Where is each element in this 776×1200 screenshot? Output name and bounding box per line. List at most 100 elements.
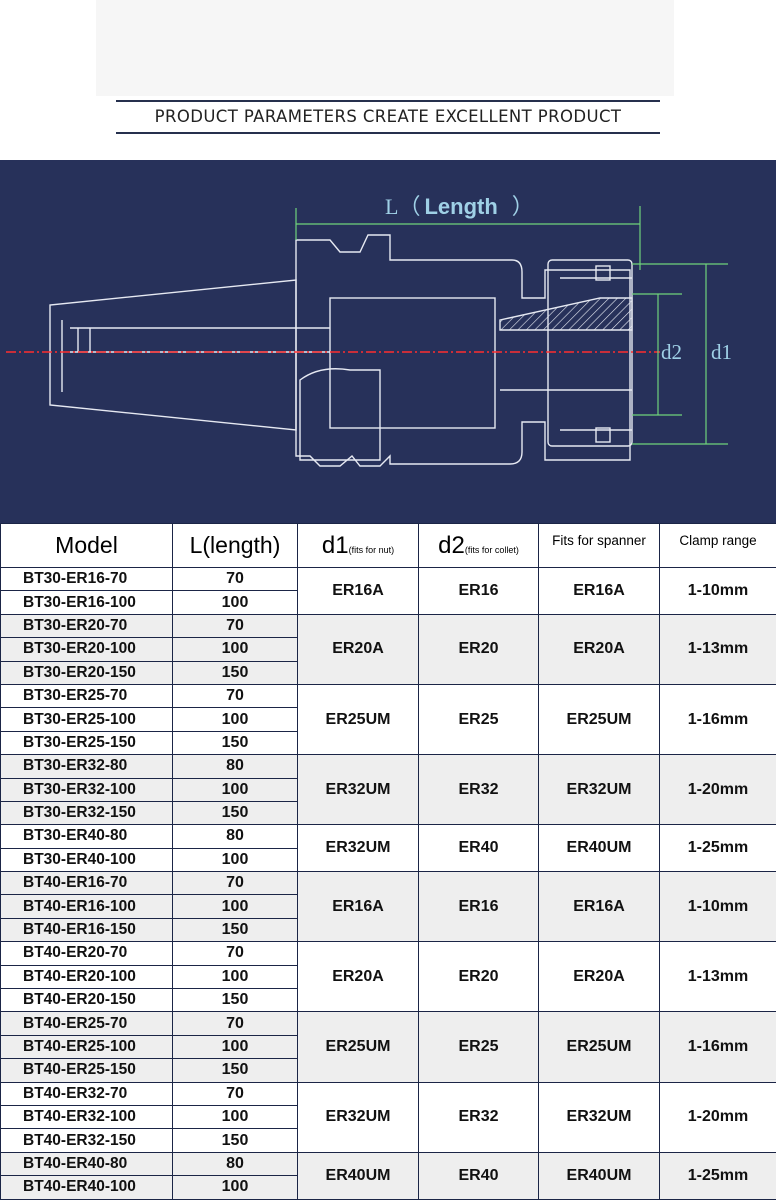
d2-cell: ER40 <box>418 824 539 873</box>
model-cell: BT40-ER32-100 <box>0 1104 173 1130</box>
d2-cell: ER32 <box>418 754 539 826</box>
collet-taper <box>499 297 633 331</box>
parameter-table-wrap: Model L(length) d1(fits for nut) d2(fits… <box>0 523 776 1200</box>
inner-groove <box>299 368 381 461</box>
nut-slot-top <box>595 265 611 281</box>
d2-label: d2 <box>661 340 682 364</box>
model-cell: BT40-ER40-100 <box>0 1175 173 1200</box>
clamp-range-cell: 1-16mm <box>659 1011 776 1083</box>
clamp-range-cell: 1-16mm <box>659 683 776 756</box>
taper-shank <box>49 279 297 431</box>
d1-cell: ER20A <box>297 941 419 1013</box>
model-cell: BT40-ER32-150 <box>0 1128 173 1153</box>
length-cell: 150 <box>172 660 298 685</box>
length-label-word: Length <box>424 194 497 219</box>
length-cell: 100 <box>172 1175 298 1200</box>
length-cell: 100 <box>172 847 298 873</box>
length-cell: 100 <box>172 1104 298 1130</box>
length-cell: 80 <box>172 824 298 849</box>
d2-cell: ER20 <box>418 941 539 1013</box>
model-cell: BT40-ER20-100 <box>0 964 173 990</box>
length-cell: 100 <box>172 894 298 919</box>
d1-cell: ER32UM <box>297 754 419 826</box>
clamp-range-cell: 1-10mm <box>659 871 776 943</box>
length-cell: 70 <box>172 683 298 709</box>
clamp-range-cell: 1-10mm <box>659 567 776 615</box>
length-cell: 70 <box>172 871 298 896</box>
spanner-cell: ER16A <box>538 871 660 943</box>
length-cell: 150 <box>172 917 298 943</box>
d2-cell: ER25 <box>418 683 539 756</box>
model-cell: BT40-ER40-80 <box>0 1151 173 1177</box>
header-d1: d1(fits for nut) <box>297 523 419 568</box>
d1-cell: ER32UM <box>297 824 419 873</box>
clamp-range-cell: 1-25mm <box>659 824 776 873</box>
spanner-cell: ER40UM <box>538 824 660 873</box>
heading-text: PRODUCT PARAMETERS CREATE EXCELLENT PROD… <box>154 107 622 126</box>
model-cell: BT30-ER40-80 <box>0 824 173 849</box>
length-cell: 150 <box>172 988 298 1013</box>
header-model: Model <box>0 523 173 568</box>
parameter-table: Model L(length) d1(fits for nut) d2(fits… <box>0 523 776 1200</box>
top-banner-area <box>96 0 674 96</box>
length-cell: 70 <box>172 613 298 639</box>
spanner-cell: ER25UM <box>538 1011 660 1083</box>
clamp-range-cell: 1-20mm <box>659 1081 776 1153</box>
d1-cell: ER20A <box>297 613 419 685</box>
d2-cell: ER25 <box>418 1011 539 1083</box>
d1-cell: ER25UM <box>297 1011 419 1083</box>
length-cell: 80 <box>172 754 298 779</box>
clamp-range-cell: 1-25mm <box>659 1151 776 1200</box>
length-cell: 150 <box>172 730 298 756</box>
header-d2-main: d2 <box>438 531 465 559</box>
d2-cell: ER40 <box>418 1151 539 1200</box>
model-cell: BT30-ER20-150 <box>0 660 173 685</box>
d1-cell: ER40UM <box>297 1151 419 1200</box>
length-label-prefix: L（ <box>385 194 420 219</box>
model-cell: BT30-ER16-100 <box>0 590 173 615</box>
length-cell: 70 <box>172 941 298 966</box>
model-cell: BT40-ER16-100 <box>0 894 173 919</box>
length-cell: 80 <box>172 1151 298 1177</box>
d1-cell: ER32UM <box>297 1081 419 1153</box>
spanner-cell: ER32UM <box>538 754 660 826</box>
model-cell: BT40-ER32-70 <box>0 1081 173 1106</box>
d1-label: d1 <box>711 340 732 364</box>
clamp-range-cell: 1-20mm <box>659 754 776 826</box>
model-cell: BT40-ER25-70 <box>0 1011 173 1036</box>
spanner-cell: ER20A <box>538 941 660 1013</box>
clamp-range-cell: 1-13mm <box>659 613 776 685</box>
model-cell: BT30-ER25-100 <box>0 707 173 732</box>
model-cell: BT40-ER16-70 <box>0 871 173 896</box>
d2-cell: ER16 <box>418 567 539 615</box>
length-cell: 100 <box>172 707 298 732</box>
model-cell: BT30-ER16-70 <box>0 566 173 592</box>
spanner-cell: ER32UM <box>538 1081 660 1153</box>
header-clamp: Clamp range <box>659 523 776 568</box>
model-cell: BT40-ER25-150 <box>0 1058 173 1083</box>
length-cell: 100 <box>172 1034 298 1060</box>
spanner-cell: ER40UM <box>538 1151 660 1200</box>
d1-cell: ER16A <box>297 871 419 943</box>
model-cell: BT30-ER32-100 <box>0 777 173 802</box>
model-cell: BT40-ER20-150 <box>0 988 173 1013</box>
model-cell: BT40-ER16-150 <box>0 917 173 943</box>
d1-cell: ER16A <box>297 567 419 615</box>
length-cell: 150 <box>172 1128 298 1153</box>
header-spanner: Fits for spanner <box>538 523 660 568</box>
